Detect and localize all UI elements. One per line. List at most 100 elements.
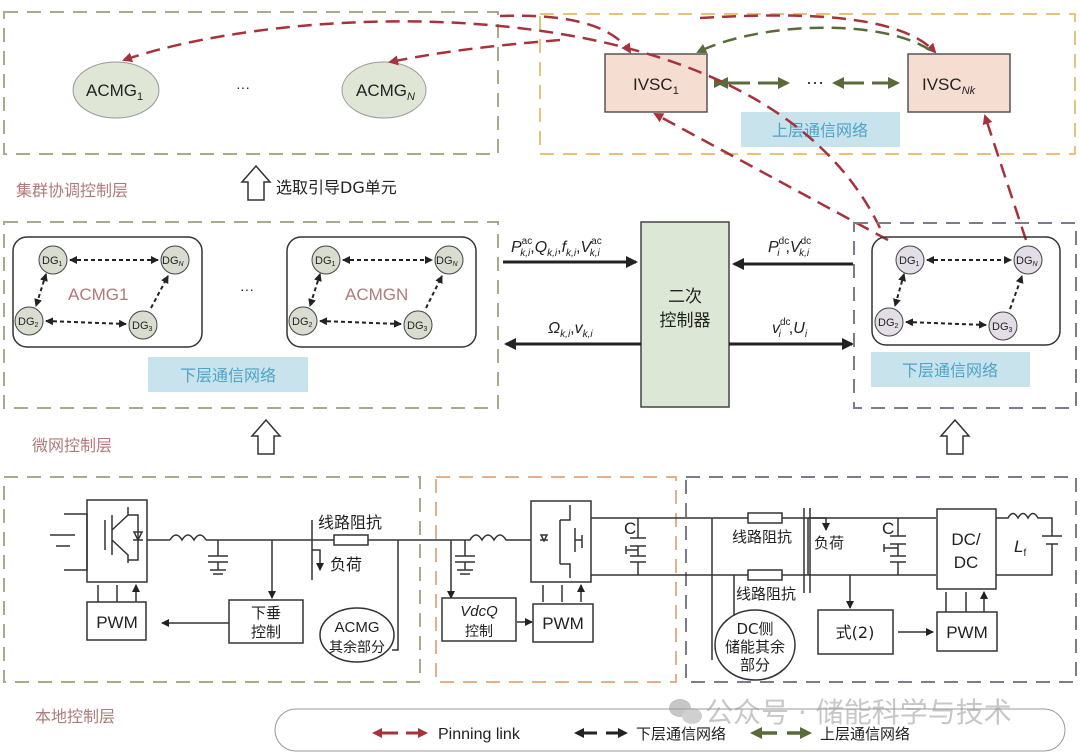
dg-node[interactable]: DG1 [895, 245, 925, 275]
vsc-capacitor-label: C [624, 519, 636, 538]
select-up-arrow-icon [240, 164, 272, 201]
upper-network-label: 上层通信网络 [772, 121, 868, 140]
svg-text:DGN: DGN [162, 255, 185, 268]
dc-cluster: DG1 DGN DG2 DG3 [871, 236, 1061, 346]
watermark: 公众号 · 储能科学与技术 [669, 696, 1012, 729]
dc-capacitor-label: C [882, 519, 894, 538]
vsc-pwm-block[interactable]: PWM [532, 603, 594, 643]
dg-node[interactable]: DG3 [128, 310, 158, 340]
ivsc-nk-label: IVSC [922, 75, 962, 94]
dg-node[interactable]: DG2 [14, 306, 44, 336]
dc-converter-line2: DC [954, 553, 979, 572]
acmg-n-label: ACMG [356, 81, 407, 100]
upper-network-box [539, 13, 1076, 155]
svg-text:IVSC1: IVSC1 [633, 75, 679, 97]
dc-rest-line3: 部分 [740, 656, 770, 674]
svg-text:IVSCNk: IVSCNk [922, 75, 976, 97]
dg-node[interactable]: DG2 [874, 307, 904, 337]
dc-up-arrow-icon [939, 418, 971, 455]
legend-lower: 下层通信网络 [574, 725, 726, 743]
watermark-text: 公众号 · 储能科学与技术 [705, 696, 1012, 729]
dg-node[interactable]: DG2 [288, 306, 318, 336]
cluster-ellipsis: ··· [236, 79, 250, 95]
ivsc-link-arrows: ··· [714, 72, 900, 92]
svg-text:ACMGN: ACMGN [356, 81, 415, 103]
upper-link-ivsc-arc [696, 26, 931, 54]
ac-line-impedance-label: 线路阻抗 [318, 513, 382, 532]
output-left-label: Ωk,i,vk,i [548, 320, 593, 340]
svg-text:DG1: DG1 [899, 255, 920, 268]
select-leader-label: 选取引导DG单元 [276, 178, 397, 197]
acmg1-title: ACMG1 [68, 285, 128, 304]
ac-pwm-label: PWM [96, 613, 138, 632]
local-layer-label: 本地控制层 [35, 707, 115, 726]
equation-2-block[interactable]: 式(2) [817, 609, 894, 655]
dc-load-label: 负荷 [814, 534, 844, 552]
dc-converter-line1: DC/ [951, 530, 981, 549]
droop-control-block[interactable]: 下垂 控制 [228, 599, 304, 644]
vsc-pwm-label: PWM [542, 614, 584, 633]
svg-text:DG3: DG3 [992, 321, 1013, 334]
vdcq-control-block[interactable]: VdcQ 控制 [441, 597, 517, 642]
dg-node[interactable]: DG3 [988, 311, 1018, 341]
svg-text:DG2: DG2 [878, 317, 899, 330]
dg-node[interactable]: DGN [434, 245, 464, 275]
dc-rest-line1: DC侧 [736, 620, 773, 638]
dg-node[interactable]: DG1 [38, 245, 68, 275]
svg-text:DGN: DGN [436, 255, 459, 268]
acmg-1-node[interactable]: ACMG1 [72, 61, 160, 119]
local-ac-box [3, 476, 421, 683]
vsc-circuit [420, 500, 686, 626]
lower-network-label: 下层通信网络 [180, 366, 276, 385]
acmgn-cluster: ACMGN DG1 DGN DG2 DG3 [286, 236, 477, 348]
ac-pwm-block[interactable]: PWM [86, 601, 147, 641]
dc-pwm-label: PWM [946, 623, 988, 642]
microgrid-layer-label: 微网控制层 [32, 436, 112, 455]
svg-text:DG1: DG1 [315, 255, 336, 268]
dc-rest-line2: 储能其余 [725, 638, 785, 656]
dc-circuit [686, 508, 1062, 660]
dg-node[interactable]: DG3 [403, 310, 433, 340]
legend-pinning: Pinning link [372, 726, 521, 743]
ivsc-ellipsis: ··· [806, 72, 824, 92]
svg-text:ACMG1: ACMG1 [86, 81, 143, 103]
acmg-rest-line2: 其余部分 [329, 639, 385, 656]
droop-line2: 控制 [251, 623, 281, 641]
cluster-layer-box [3, 11, 499, 155]
ivsc-1-node[interactable]: IVSC1 [604, 53, 708, 113]
acmg-n-node[interactable]: ACMGN [341, 61, 427, 119]
dc-rest-node[interactable]: DC侧 储能其余 部分 [714, 609, 796, 681]
pinning-link-acmg1 [122, 20, 882, 229]
local-dc-box [685, 476, 1077, 683]
dg-node[interactable]: DG1 [311, 245, 341, 275]
dc-lower-network-label-bg [871, 352, 1030, 387]
secondary-controller[interactable]: 二次 控制器 [640, 221, 730, 408]
legend-pinning-label: Pinning link [438, 726, 521, 743]
upper-network-label-bg [741, 112, 900, 147]
controller-line1: 二次 [668, 287, 702, 307]
acmg-1-label: ACMG [86, 81, 137, 100]
dg-node[interactable]: DGN [1013, 245, 1043, 275]
droop-line1: 下垂 [251, 604, 281, 622]
dc-line-impedance-top: 线路阻抗 [732, 528, 792, 546]
acmg-n-sub: N [407, 91, 415, 103]
ivsc-1-sub: 1 [673, 85, 679, 97]
acmg-rest-node[interactable]: ACMG 其余部分 [319, 607, 395, 663]
microgrid-ac-box [3, 221, 499, 409]
ivsc-nk-node[interactable]: IVSCNk [907, 53, 1011, 113]
pinning-link-top-ivscnk [699, 14, 937, 54]
pinning-link-acmgn [388, 38, 561, 66]
dc-inductor-label: Lf [1014, 537, 1026, 559]
pinning-link-dg1-ivsc1 [653, 112, 889, 242]
acmg-rest-line1: ACMG [335, 619, 380, 636]
svg-text:DG2: DG2 [292, 316, 313, 329]
dc-lower-network-label: 下层通信网络 [902, 361, 998, 380]
lower-network-label-bg [148, 357, 308, 392]
dc-pwm-block[interactable]: PWM [936, 611, 998, 652]
svg-text:DG1: DG1 [42, 255, 63, 268]
dg-node[interactable]: DGN [160, 245, 190, 275]
legend-lower-label: 下层通信网络 [636, 725, 726, 743]
